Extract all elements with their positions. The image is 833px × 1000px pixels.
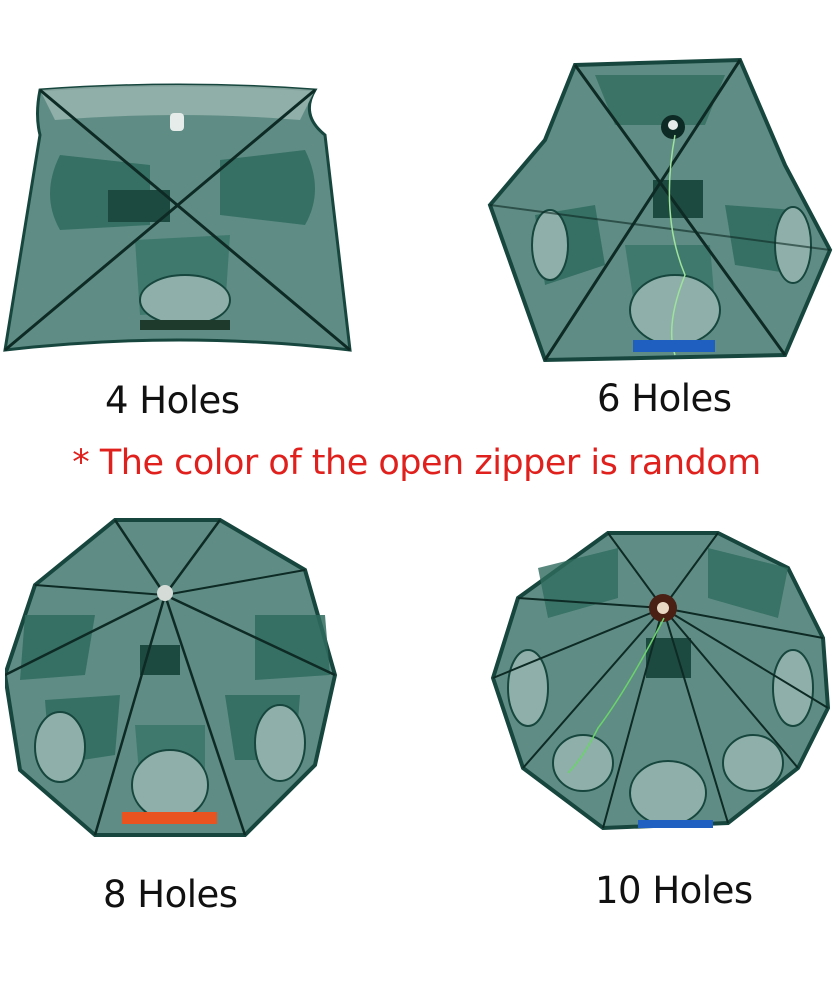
product-label: 10 Holes: [595, 869, 753, 912]
product-label: 8 Holes: [103, 873, 238, 916]
zipper-color-note: * The color of the open zipper is random: [72, 443, 761, 483]
fishing-trap-8-holes-image: [5, 515, 345, 845]
product-label: 4 Holes: [105, 379, 240, 422]
product-label: 6 Holes: [597, 377, 732, 420]
fishing-trap-10-holes-image: [488, 528, 833, 833]
fishing-trap-4-holes-image: [0, 75, 360, 360]
fishing-trap-6-holes-image: [485, 55, 833, 370]
